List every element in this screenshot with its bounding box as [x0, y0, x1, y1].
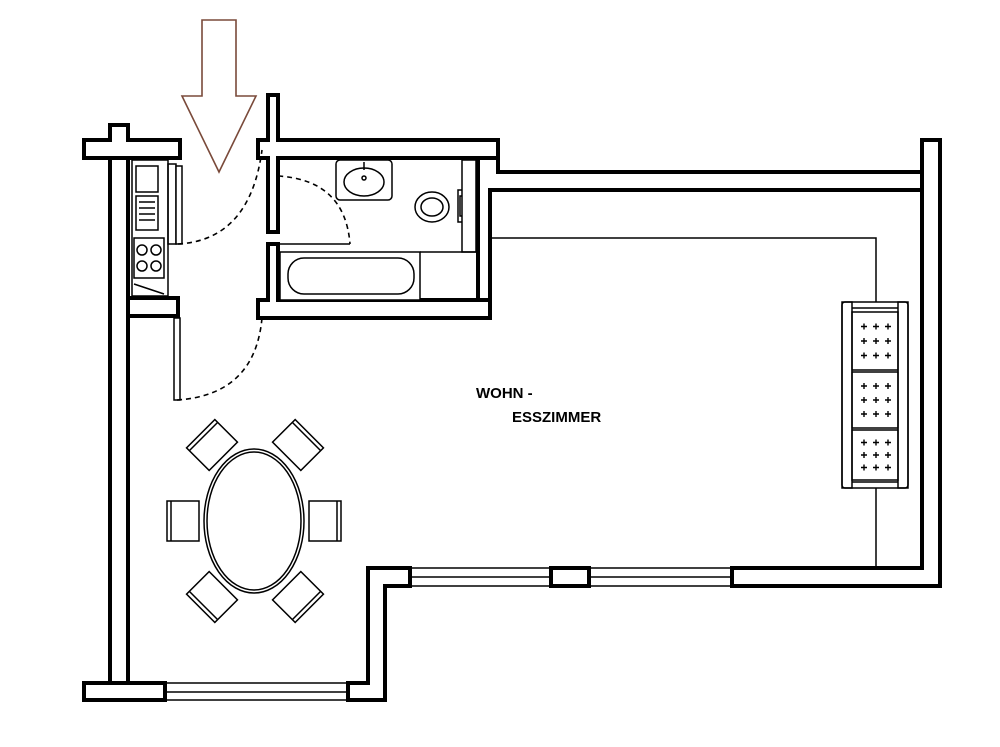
sofa-tuft	[861, 323, 867, 330]
sofa-icon	[841, 301, 909, 489]
sofa-tuft	[885, 323, 891, 330]
entrance-door	[175, 149, 263, 245]
exterior-walls	[82, 93, 942, 702]
sofa-tuft	[861, 464, 867, 471]
window-icon	[165, 682, 348, 701]
sofa-tuft	[873, 383, 879, 389]
kitchenette-icon	[131, 159, 177, 297]
sofa-tuft	[873, 352, 879, 359]
shower-tray	[461, 159, 477, 253]
sofa-tuft	[873, 439, 879, 446]
dining-chair	[166, 500, 200, 542]
sofa-tuft	[873, 397, 879, 403]
sofa-tuft	[885, 352, 891, 359]
sofa-tuft	[873, 323, 879, 330]
sofa-tuft	[861, 411, 867, 417]
dining-chair	[185, 570, 239, 624]
sofa-tuft	[861, 397, 867, 403]
dining-table-icon	[166, 418, 342, 624]
dining-chair	[308, 500, 342, 542]
interior-outline	[490, 237, 877, 568]
dining-chair	[271, 418, 325, 472]
sofa-tuft	[861, 452, 867, 458]
dining-chair	[271, 570, 325, 624]
sofa-tuft	[861, 338, 867, 344]
kitchen-door	[173, 317, 263, 401]
bathroom-door	[277, 175, 351, 245]
sofa-tuft	[861, 383, 867, 389]
dining-chair	[185, 418, 239, 472]
room-label-line1: WOHN -	[476, 385, 533, 402]
sofa-tuft	[873, 411, 879, 417]
windows	[165, 567, 732, 701]
bathtub-icon	[279, 251, 476, 301]
entrance-arrow-icon	[180, 19, 258, 174]
sofa-tuft	[885, 338, 891, 344]
sofa-tuft	[885, 383, 891, 389]
sofa-tuft	[861, 439, 867, 446]
sofa-tuft	[861, 352, 867, 359]
washbasin-icon	[335, 159, 393, 201]
sofa-tuft	[885, 411, 891, 417]
sofa-tuft	[873, 338, 879, 344]
window-icon	[410, 567, 551, 587]
sofa-tuft	[885, 464, 891, 471]
sofa-tuft	[873, 452, 879, 458]
window-icon	[589, 567, 732, 587]
sofa-tuft	[885, 439, 891, 446]
sofa-tuft	[885, 452, 891, 458]
room-label-line2: ESSZIMMER	[512, 409, 601, 426]
sofa-tuft	[873, 464, 879, 471]
sofa-tuft	[885, 397, 891, 403]
room-label: WOHN - ESSZIMMER	[476, 385, 601, 426]
